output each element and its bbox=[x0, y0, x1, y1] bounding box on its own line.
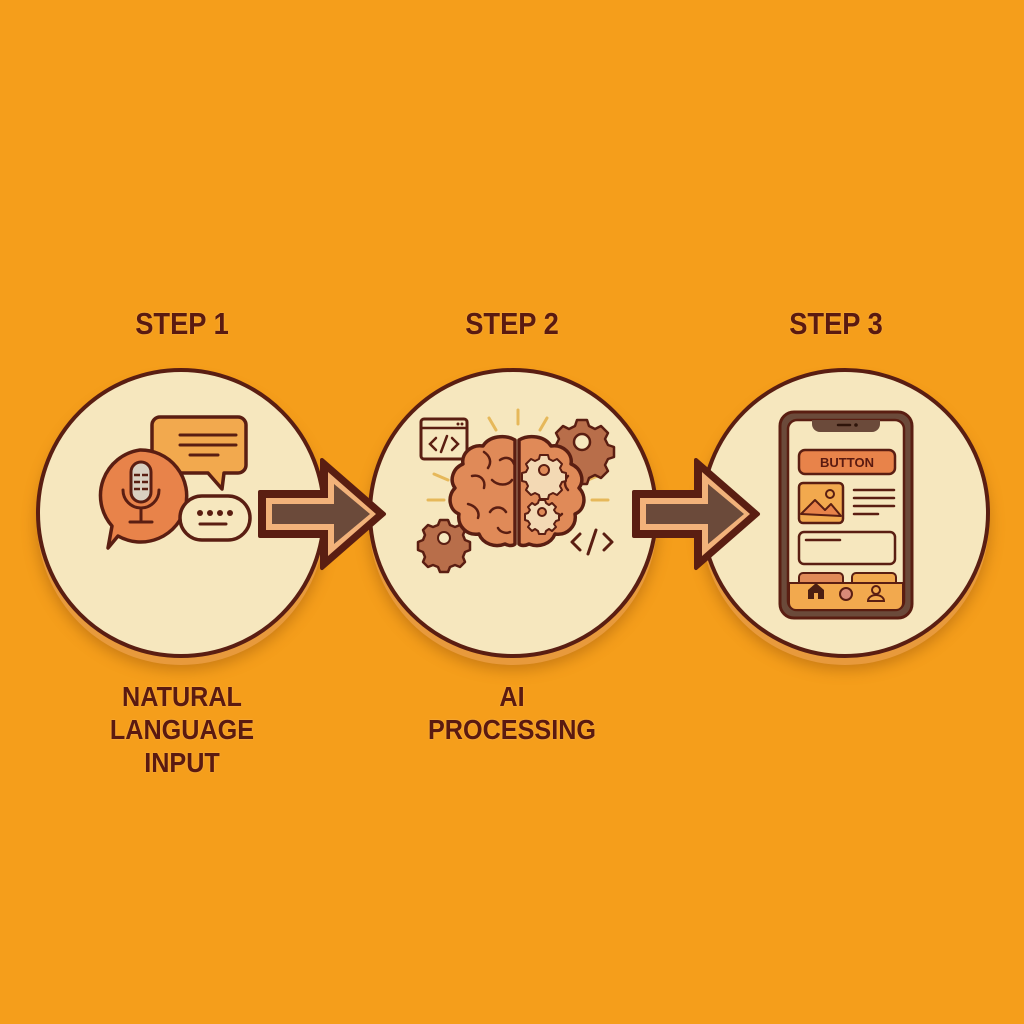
step-1-label-line: INPUT bbox=[144, 747, 220, 778]
step-2-label: AI PROCESSING bbox=[395, 680, 629, 746]
step-3-circle: BUTTON bbox=[700, 368, 990, 658]
code-window-icon bbox=[419, 417, 469, 461]
code-brackets-icon bbox=[570, 528, 614, 556]
user-icon bbox=[866, 585, 886, 602]
arrow-right-icon bbox=[632, 458, 760, 570]
app-output-illustration: BUTTON bbox=[778, 410, 914, 620]
natural-language-illustration bbox=[98, 415, 252, 550]
phone-button-label: BUTTON bbox=[820, 455, 874, 470]
typing-ellipsis-bubble-icon bbox=[178, 494, 252, 542]
text-lines bbox=[852, 488, 896, 516]
microphone-speech-bubble-icon bbox=[98, 448, 189, 550]
home-icon bbox=[808, 583, 824, 599]
step-3-heading: STEP 3 bbox=[789, 306, 883, 341]
image-icon bbox=[797, 481, 845, 525]
smartphone-icon: BUTTON bbox=[778, 410, 914, 620]
phone-input-field bbox=[797, 530, 897, 566]
circle-icon bbox=[839, 587, 853, 601]
phone-button: BUTTON bbox=[797, 448, 897, 476]
brain-icon bbox=[448, 434, 586, 548]
step-1-label-line: NATURAL bbox=[122, 681, 242, 712]
ai-processing-illustration bbox=[416, 408, 616, 574]
step-1-label: NATURAL LANGUAGE INPUT bbox=[65, 680, 299, 779]
step-2-label-line: AI bbox=[499, 681, 525, 712]
step-2-heading: STEP 2 bbox=[465, 306, 559, 341]
step-1-label-line: LANGUAGE bbox=[109, 714, 255, 745]
gear-icon bbox=[524, 499, 560, 535]
step-2-circle bbox=[368, 368, 658, 658]
arrow-right-icon bbox=[258, 458, 386, 570]
gear-icon bbox=[521, 454, 567, 500]
step-1-heading: STEP 1 bbox=[135, 306, 229, 341]
step-2-label-line: PROCESSING bbox=[427, 714, 597, 745]
